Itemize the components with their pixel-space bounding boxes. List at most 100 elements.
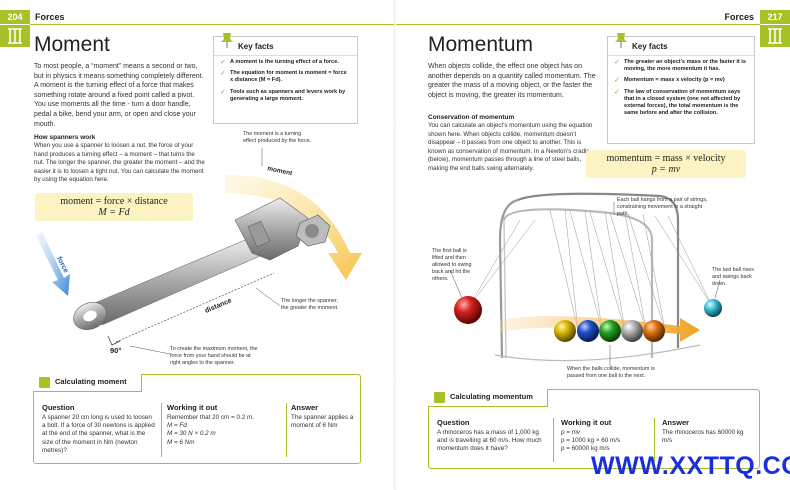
answer-text: The rhinoceros has 60000 kg m/s <box>662 429 744 445</box>
working-line: M = Fd <box>167 422 187 430</box>
key-facts-title: Key facts <box>214 37 357 56</box>
cradle-ball <box>599 320 621 342</box>
page-title-moment: Moment <box>34 33 110 56</box>
physics-tab-icon-left <box>0 25 30 47</box>
working-column: Working it out Remember that 20 cm = 0.2… <box>167 403 282 447</box>
calc-momentum-panel: Calculating momentum Question A rhinocer… <box>428 389 760 469</box>
distance-line <box>115 272 275 343</box>
moment-note: The moment is a turning effect produced … <box>243 131 312 144</box>
cradle-strings <box>467 209 713 331</box>
check-icon: ✓ <box>614 59 620 66</box>
check-icon: ✓ <box>220 59 226 66</box>
equation-line: moment = force × distance <box>60 196 168 207</box>
max-moment-note: To create the maximum moment, the force … <box>170 346 258 366</box>
page-number-right: 217 <box>760 10 790 24</box>
watermark: WWW.XXTTQ.COM <box>591 452 790 480</box>
key-fact-item: ✓The greater an object’s mass or the fas… <box>614 59 746 73</box>
key-facts-momentum: Key facts ✓The greater an object’s mass … <box>607 33 755 144</box>
section-title-right: Forces <box>724 12 754 22</box>
momentum-subtext: You can calculate an object’s momentum u… <box>428 122 593 172</box>
moment-subtext: When you use a spanner to loosen a nut, … <box>34 142 205 184</box>
first-ball-note: The first ball is lifted and then allowe… <box>432 248 472 282</box>
angle-label: 90° <box>110 346 121 355</box>
page-title-momentum: Momentum <box>428 33 534 56</box>
calc-moment-panel: Calculating moment Question A spanner 20… <box>33 374 361 464</box>
working-column: Working it out p = mv p = 1000 kg × 60 m… <box>561 418 657 454</box>
key-fact-item: ✓Tools such as spanners and levers work … <box>220 88 346 102</box>
working-line: M = 6 Nm <box>167 438 195 446</box>
column-divider <box>161 403 162 457</box>
cradle-frame <box>494 192 701 362</box>
calc-momentum-title: Calculating momentum <box>450 392 533 401</box>
check-icon: ✓ <box>614 77 620 85</box>
question-column: Question A rhinoceros has a mass of 1,00… <box>437 418 549 454</box>
working-line: p = 60000 kg m/s <box>561 445 610 453</box>
spanner <box>73 197 331 330</box>
last-ball-note: The last ball rises and swings back down… <box>712 267 754 287</box>
check-icon: ✓ <box>220 88 226 96</box>
answer-column: Answer The spanner applies a moment of 6… <box>291 403 357 430</box>
cradle-ball <box>643 320 665 342</box>
calc-moment-tab: Calculating moment <box>33 374 142 392</box>
moment-subheading: How spanners work <box>34 134 96 141</box>
check-icon: ✓ <box>220 70 226 78</box>
moment-intro: To most people, a “moment” means a secon… <box>34 63 204 128</box>
strings-note: Each ball hangs from a pair of strings, … <box>617 197 708 217</box>
spanner-diagram: force distance 90° moment <box>36 148 362 355</box>
momentum-intro: When objects collide, the effect one obj… <box>428 63 596 99</box>
working-heading: Working it out <box>561 418 612 427</box>
force-arrow <box>36 232 70 296</box>
page-fold <box>394 0 396 490</box>
cradle-ball <box>577 320 599 342</box>
page-number-left: 204 <box>0 10 30 24</box>
working-heading: Working it out <box>167 403 218 412</box>
right-angle-marker <box>107 335 121 346</box>
working-line: Remember that 20 cm = 0.2 m. <box>167 414 254 421</box>
calc-momentum-tab: Calculating momentum <box>428 389 548 407</box>
key-fact-item: ✓A moment is the turning effect of a for… <box>220 59 339 66</box>
moment-equation: moment = force × distance M = Fd <box>35 193 193 221</box>
calculator-icon <box>434 392 445 403</box>
moment-label: moment <box>267 165 294 177</box>
equation-symbol: M = Fd <box>98 207 130 218</box>
longer-spanner-note: The longer the spanner, the greater the … <box>281 298 339 311</box>
question-column: Question A spanner 20 cm long is used to… <box>42 403 157 455</box>
cradle-ball <box>621 320 643 342</box>
header-rule-right <box>396 24 760 25</box>
working-line: p = mv <box>561 429 581 436</box>
column-divider <box>553 418 554 462</box>
section-title-left: Forces <box>35 12 65 22</box>
check-icon: ✓ <box>614 88 620 96</box>
equation-symbol: p = mv <box>651 164 681 175</box>
pushpin-icon <box>615 33 627 48</box>
calculator-icon <box>39 377 50 388</box>
calc-moment-title: Calculating moment <box>55 377 127 386</box>
first-ball <box>454 296 482 324</box>
momentum-subheading: Conservation of momentum <box>428 114 515 121</box>
collide-note: When the balls collide, momentum is pass… <box>567 366 655 379</box>
key-fact-item: ✓The law of conservation of momentum say… <box>614 88 741 117</box>
last-ball <box>704 299 722 317</box>
page-header: 204 Forces Forces 217 <box>0 10 790 24</box>
pushpin-icon <box>221 33 233 48</box>
question-text: A spanner 20 cm long is used to loosen a… <box>42 414 155 454</box>
physics-tab-icon-right <box>760 25 790 47</box>
column-divider <box>654 418 655 462</box>
momentum-equation: momentum = mass × velocity p = mv <box>586 150 746 178</box>
working-line: p = 1000 kg × 60 m/s <box>561 437 621 445</box>
answer-heading: Answer <box>291 403 319 412</box>
column-divider <box>286 403 287 457</box>
answer-column: Answer The rhinoceros has 60000 kg m/s <box>662 418 752 445</box>
header-rule-left <box>30 24 394 25</box>
key-facts-title: Key facts <box>608 37 754 56</box>
key-fact-item: ✓Momentum = mass x velocity (p = mv) <box>614 77 725 85</box>
newtons-cradle-diagram <box>449 192 722 366</box>
question-heading: Question <box>437 418 470 427</box>
working-line: M = 30 N × 0.2 m <box>167 430 216 438</box>
key-facts-moment: Key facts ✓A moment is the turning effec… <box>213 33 358 124</box>
question-text: A rhinoceros has a mass of 1,000 kg and … <box>437 429 542 453</box>
key-fact-item: ✓The equation for moment is moment = for… <box>220 70 347 84</box>
answer-heading: Answer <box>662 418 690 427</box>
distance-label: distance <box>204 297 233 315</box>
answer-text: The spanner applies a moment of 6 Nm <box>291 414 354 430</box>
